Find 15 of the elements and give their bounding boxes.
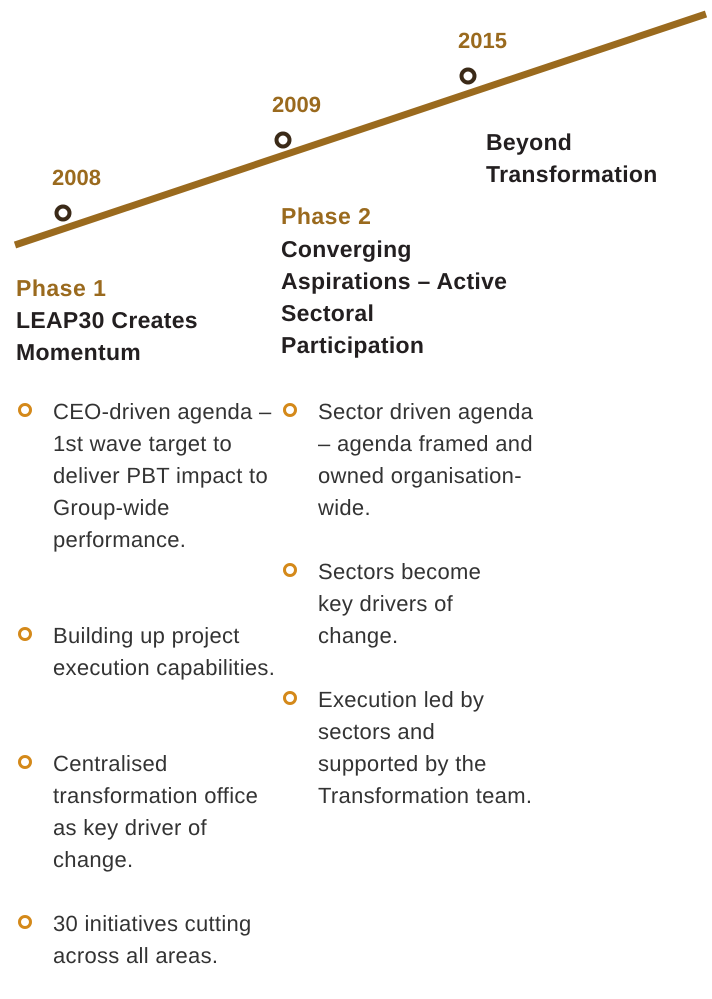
bullet-text: Execution led by sectors and supported by the Transformation team. bbox=[318, 686, 533, 810]
bullet-text: Sector driven agenda – agenda framed and owned organisation-wide. bbox=[318, 398, 534, 522]
phase-label: Phase 2 bbox=[281, 203, 372, 230]
phase-title: Converging Aspirations – Active Sectoral Participation bbox=[281, 235, 508, 360]
phase-title: LEAP30 Creates Momentum bbox=[16, 306, 199, 367]
bullet-text: CEO-driven agenda – 1st wave target to deliver PBT impact to Group-wide performance. bbox=[53, 398, 272, 554]
bullet-text: Building up project execution capabilities. bbox=[53, 622, 276, 682]
phase-title: Beyond Transformation bbox=[486, 128, 659, 189]
phase-label: Phase 1 bbox=[16, 275, 106, 302]
bullet-text: Centralised transformation office as key driver of change. bbox=[53, 750, 260, 874]
bullet-text: Sectors become key drivers of change. bbox=[318, 558, 482, 650]
year-label: 2015 bbox=[458, 28, 507, 54]
year-label: 2009 bbox=[272, 92, 321, 118]
year-label: 2008 bbox=[52, 165, 101, 191]
bullet-text: 30 initiatives cutting across all areas. bbox=[53, 910, 253, 970]
